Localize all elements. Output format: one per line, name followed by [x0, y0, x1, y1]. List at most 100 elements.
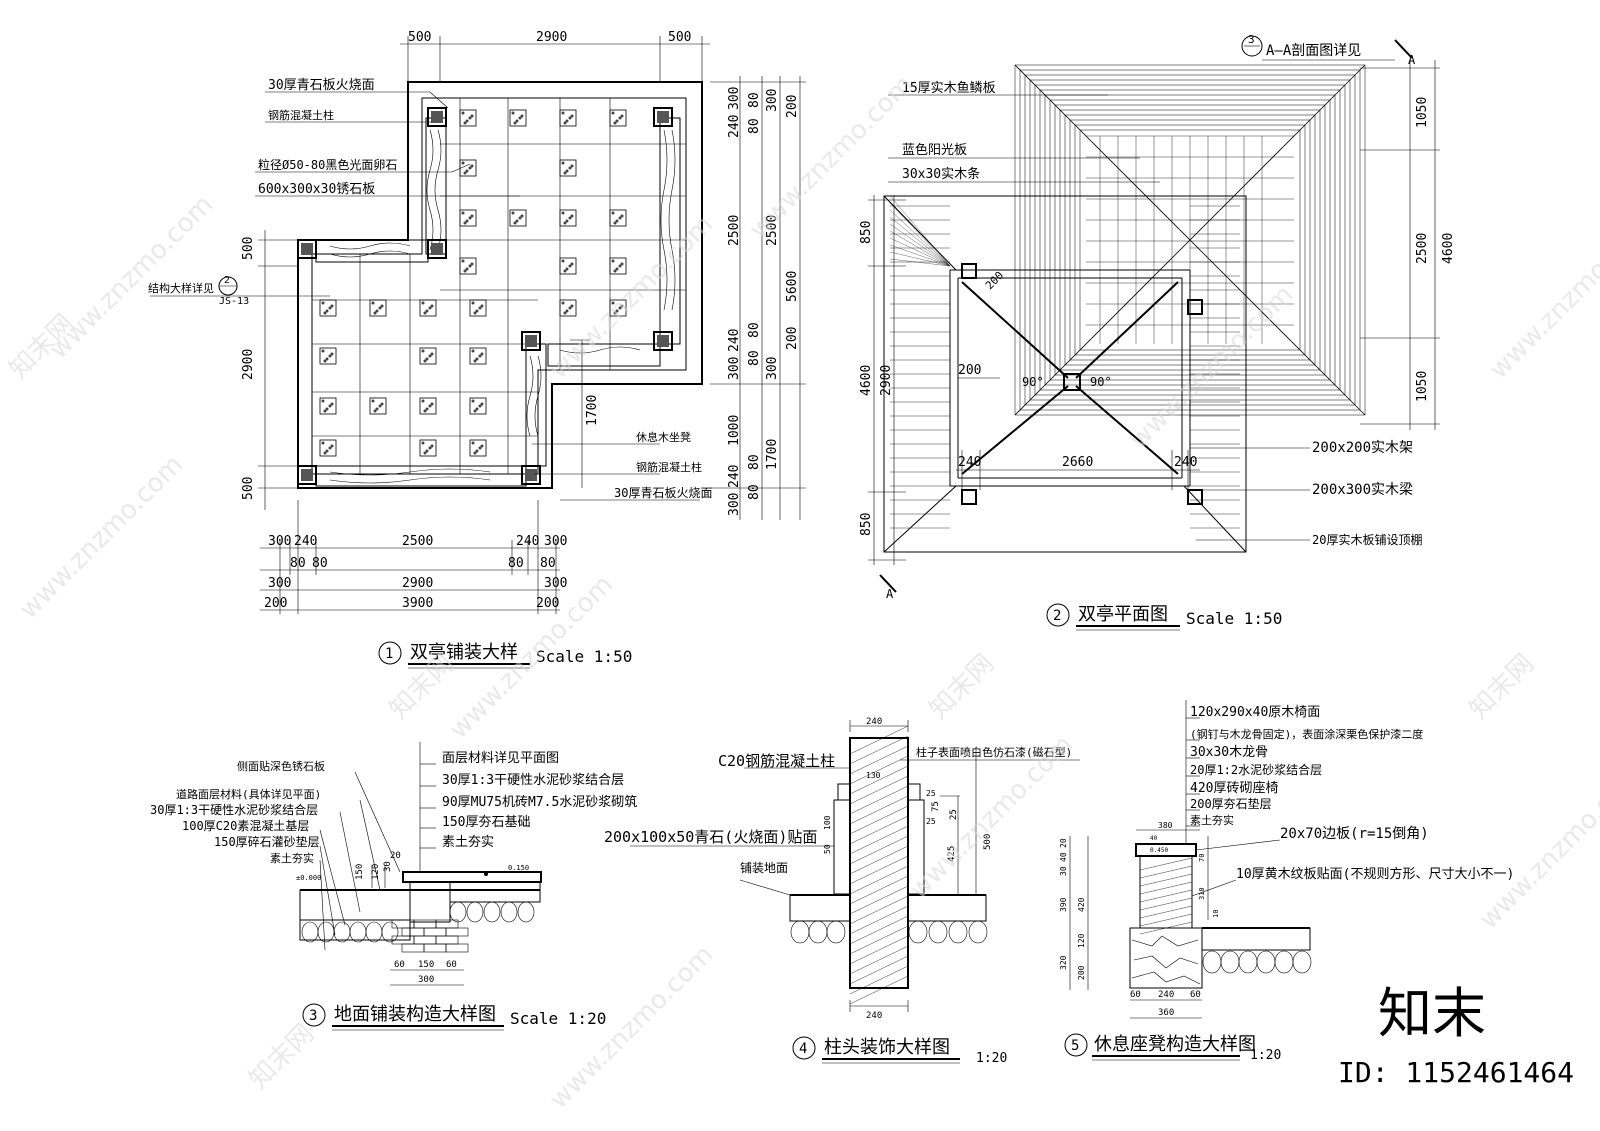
title-4-text: 柱头装饰大样图: [824, 1037, 950, 1058]
d5-dim-total: 360: [1158, 1008, 1174, 1018]
watermark-brand-5: 知末网: [244, 1019, 320, 1095]
dim-l-850a: 850: [859, 221, 874, 244]
dim-bottom-r1-1: 300: [268, 534, 291, 549]
dim-top-3: 500: [668, 30, 691, 45]
d3-label-l5: 150厚碎石灌砂垫层: [214, 834, 320, 849]
title-view-5: 5 休息座凳构造大样图 1:20: [1064, 1033, 1281, 1063]
dim-right-c1-8: 300: [727, 493, 742, 516]
dim-right-c2-6: 80: [747, 484, 762, 500]
dim-right-c2-1: 80: [747, 92, 762, 108]
title-view-1: 1 双亭铺装大样 Scale 1:50: [378, 641, 632, 669]
d3-label-l2: 道路面层材料(具体详见平面): [176, 787, 321, 801]
label-bluestone-top: 30厚青石板火烧面: [268, 78, 375, 93]
d4-dim-100: 100: [823, 815, 832, 830]
d5-label-7: 素土夯实: [1190, 813, 1234, 827]
dim-right-c2-2: 80: [747, 118, 762, 134]
label-pebble: 粒径Ø50-80黑色光面卵石: [258, 157, 397, 172]
d5-dim-40: 40: [1150, 835, 1158, 842]
d5-dim-l5: 420: [1077, 897, 1086, 912]
watermark-brand-3: 知末网: [924, 649, 1000, 725]
dim-bottom-r4-1: 200: [264, 596, 287, 611]
paving-section-detail: [299, 742, 542, 986]
d5-label-8: 20x70边板(r=15倒角): [1280, 826, 1429, 842]
watermark-brand-4: 知末网: [1464, 649, 1540, 725]
dim-right-c1-1: 300: [727, 87, 742, 110]
dim-left-3: 500: [241, 477, 256, 500]
column-markers: [297, 107, 673, 485]
dim-r-1050b: 1050: [1415, 371, 1430, 402]
d3-label-r2: 30厚1:3干硬性水泥砂浆结合层: [442, 773, 624, 788]
dim-bottom-r1-5: 300: [544, 534, 567, 549]
dim-l-4600: 4600: [859, 365, 874, 396]
d3-level-b: 0.150: [508, 864, 529, 872]
dim-200a: 200: [958, 363, 981, 378]
d5-dim-l7: 320: [1059, 955, 1068, 970]
watermark-id: ID: 1152461464: [1338, 1056, 1574, 1089]
d4-bottom-dim: 240: [866, 1011, 882, 1021]
dim-r-2500: 2500: [1415, 233, 1430, 264]
d4-dim-425: 425: [947, 846, 957, 862]
dim-200b: 200: [983, 269, 1006, 292]
angle-right: 90°: [1090, 375, 1112, 389]
section-mark-top: A: [1408, 53, 1416, 67]
dim-right-c4-2: 5600: [785, 271, 800, 302]
paving-plan-view: [150, 36, 806, 614]
title-1-num: 1: [385, 646, 393, 662]
soil-layer: [301, 901, 535, 943]
d4-dim-130: 130: [866, 771, 881, 780]
label-ceiling: 20厚实木板铺设顶棚: [1312, 532, 1422, 547]
pavilion-plan-view: [868, 35, 1440, 593]
d4-label-paving: 铺装地面: [740, 861, 788, 875]
d5-dim-b2: 240: [1158, 990, 1174, 1000]
title-2-text: 双亭平面图: [1078, 604, 1168, 625]
title-3-num: 3: [309, 1008, 317, 1024]
title-2-scale: Scale 1:50: [1186, 609, 1282, 628]
title-4-num: 4: [799, 1041, 807, 1057]
title-3-text: 地面铺装构造大样图: [334, 1004, 496, 1025]
watermark-site-9: www.znzmo.com: [1474, 760, 1600, 935]
d5-dim-r2: 310: [1198, 887, 1206, 900]
label-rc-column-bottom: 钢筋混凝土柱: [636, 460, 702, 474]
d3-dim-300: 300: [418, 975, 434, 985]
dim-right-c1-4: 240: [727, 329, 742, 352]
d5-dim-r3: 10: [1212, 910, 1220, 918]
dim-240a: 240: [958, 455, 981, 470]
d3-dim-v2: 120: [371, 864, 381, 880]
d3-dim-20: 20: [390, 851, 401, 861]
paving-plan-annotations: 500 2900 500 500 2900 500 300 240 2500 2…: [148, 30, 800, 611]
dim-bottom-r1-3: 2500: [402, 534, 433, 549]
dim-240b: 240: [1174, 455, 1197, 470]
dim-top-1: 500: [408, 30, 431, 45]
title-1-scale: Scale 1:50: [536, 647, 632, 666]
d4-dim-50: 50: [823, 844, 832, 854]
watermark-site-3: www.znzmo.com: [544, 210, 719, 385]
d3-label-r4: 150厚夯石基础: [442, 815, 530, 830]
dim-right-c3-2: 2500: [765, 215, 780, 246]
d3-label-l1: 侧面贴深色锈石板: [237, 759, 325, 773]
d5-label-2: (钢钉与木龙骨固定)，表面涂深栗色保护漆二度: [1190, 727, 1423, 741]
brick-course: [391, 919, 469, 953]
roof-square-2: [883, 195, 1247, 553]
d5-label-9: 10厚黄木纹板贴面(不规则方形、尺寸大小不一): [1236, 866, 1514, 882]
d4-label-column: C20钢筋混凝土柱: [718, 752, 835, 770]
dim-2660: 2660: [1062, 455, 1093, 470]
title-5-num: 5: [1071, 1038, 1079, 1054]
d5-dim-r1: 70: [1198, 854, 1206, 862]
d3-dim-60a: 60: [394, 960, 405, 970]
title-view-3: 3 地面铺装构造大样图 Scale 1:20: [302, 1003, 606, 1031]
section-mark-bottom: A: [886, 587, 894, 601]
title-3-scale: Scale 1:20: [510, 1009, 606, 1028]
dim-top-2: 2900: [536, 30, 567, 45]
d4-top-dim: 240: [866, 717, 882, 727]
d4-dim-25a: 25: [926, 789, 936, 798]
d3-dim-v3: 30: [383, 861, 393, 872]
dim-r-1050a: 1050: [1415, 97, 1430, 128]
dim-bottom-r2-3: 80: [508, 556, 524, 571]
dim-l-850b: 850: [859, 513, 874, 536]
ref-num: 2: [224, 275, 230, 286]
watermark-layer: www.znzmo.com www.znzmo.com www.znzmo.co…: [4, 70, 1600, 1115]
dim-inner: 1700: [585, 395, 600, 426]
dim-right-c1-3: 2500: [727, 215, 742, 246]
dim-right-c2-3: 80: [747, 322, 762, 338]
